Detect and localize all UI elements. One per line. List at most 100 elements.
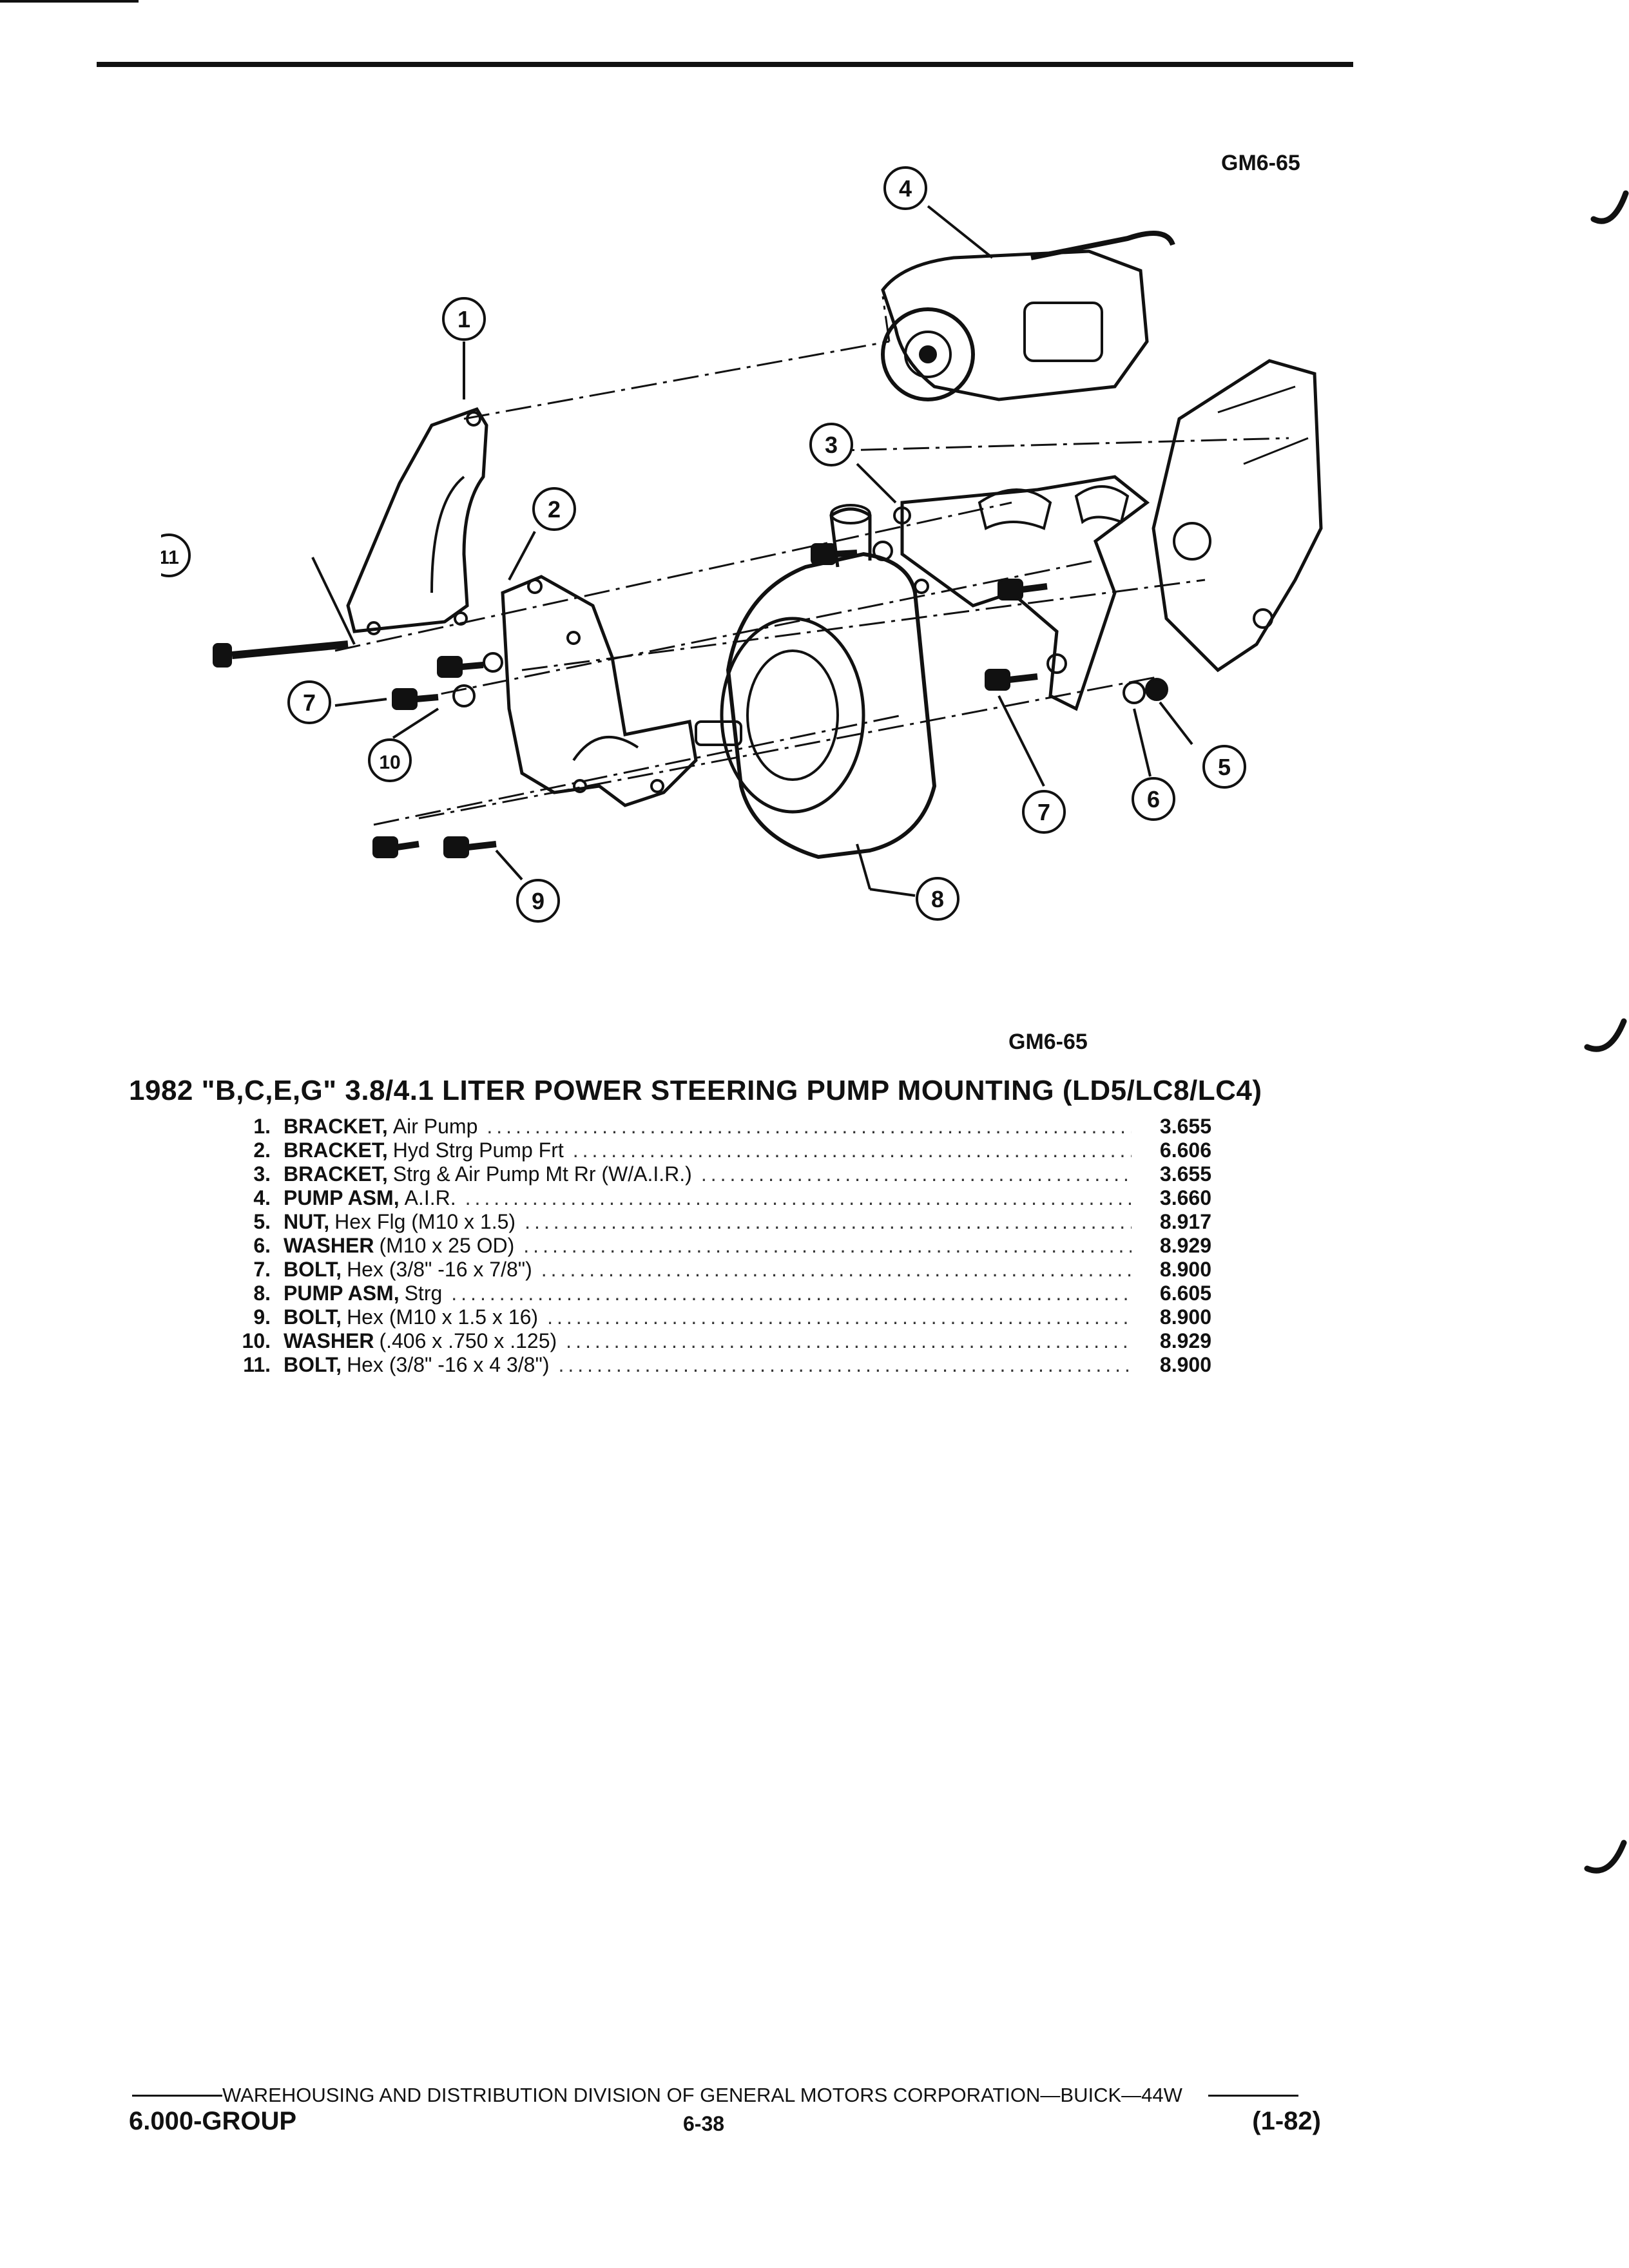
callout-3: 3	[809, 423, 853, 466]
part-group-number: 6.605	[1159, 1282, 1211, 1305]
svg-text:7: 7	[1037, 799, 1050, 825]
dot-leader: ........................................…	[525, 1210, 1132, 1233]
part-group-number: 8.900	[1159, 1258, 1211, 1281]
part-row: 8. PUMP ASM,Strg.........................…	[206, 1282, 1211, 1305]
callout-4: 4	[883, 166, 927, 210]
part-description: (M10 x 25 OD)	[379, 1234, 515, 1257]
part-name: BOLT,	[284, 1353, 342, 1376]
figure-code-top: GM6-65	[1221, 151, 1300, 175]
part-name: BRACKET,	[284, 1162, 388, 1186]
part-number: 11.	[243, 1353, 271, 1376]
part-row: 11. BOLT,Hex (3/8" -16 x 4 3/8").........…	[206, 1353, 1211, 1377]
footer-distribution: WAREHOUSING AND DISTRIBUTION DIVISION OF…	[222, 2084, 1182, 2106]
part-description: Strg & Air Pump Mt Rr (W/A.I.R.)	[392, 1162, 692, 1186]
dot-leader: ........................................…	[572, 1139, 1132, 1162]
part-number: 3.	[253, 1162, 271, 1186]
svg-text:10: 10	[379, 752, 400, 773]
dot-leader: ........................................…	[487, 1115, 1132, 1138]
footer-page-number: 6-38	[683, 2112, 725, 2135]
callout-8: 8	[916, 877, 959, 921]
part-description: Strg	[404, 1282, 443, 1305]
part-name: WASHER	[284, 1329, 374, 1352]
callout-6: 6	[1132, 777, 1175, 821]
air-pump-bracket-drawing	[346, 407, 488, 635]
part-group-number: 3.660	[1159, 1186, 1211, 1209]
part-row: 4.PUMP ASM,A.I.R........................…	[206, 1186, 1211, 1210]
footer-rule-right	[1208, 2094, 1298, 2097]
rear-bracket-drawing	[893, 475, 1150, 711]
part-row: 5.NUT,Hex Flg (M10 x 1.5)...............…	[206, 1210, 1211, 1234]
footer-distribution-line: WAREHOUSING AND DISTRIBUTION DIVISION OF…	[132, 2084, 1324, 2107]
callout-2: 2	[532, 487, 576, 531]
steering-pump-drawing	[695, 504, 937, 860]
exploded-parts-diagram: 1 2 3 4 5 6 7 7 8 9 10 11	[161, 166, 1323, 923]
dot-leader: ........................................…	[523, 1234, 1132, 1257]
part-row: 3. BRACKET,Strg & Air Pump Mt Rr (W/A.I.R…	[206, 1162, 1211, 1186]
svg-text:6: 6	[1147, 786, 1160, 812]
part-name: PUMP ASM,	[284, 1282, 400, 1305]
dot-leader: ........................................…	[451, 1282, 1132, 1305]
callout-5: 5	[1202, 745, 1246, 789]
callout-leaders	[311, 205, 1193, 897]
callout-10: 10	[368, 738, 412, 782]
dot-leader: ........................................…	[465, 1186, 1132, 1209]
engine-block-drawing	[1152, 359, 1323, 673]
callout-circles: 1 2 3 4 5 6 7 7 8 9 10 11	[161, 166, 1246, 923]
part-number: 10.	[242, 1329, 271, 1352]
callout-7-left: 7	[287, 680, 331, 724]
svg-text:9: 9	[532, 888, 545, 914]
part-number: 6.	[253, 1234, 271, 1257]
part-name: BRACKET,	[284, 1115, 388, 1138]
part-description: Hex Flg (M10 x 1.5)	[334, 1210, 516, 1233]
binding-mark-top	[1590, 190, 1629, 224]
part-group-number: 8.917	[1159, 1210, 1211, 1233]
part-row: 7. BOLT,Hex (3/8" -16 x 7/8")............…	[206, 1258, 1211, 1282]
dot-leader: ........................................…	[566, 1329, 1132, 1352]
part-name: WASHER	[284, 1234, 374, 1257]
part-description: Hex (M10 x 1.5 x 16)	[347, 1305, 539, 1329]
part-description: Hyd Strg Pump Frt	[392, 1139, 564, 1162]
corner-mark	[0, 0, 139, 3]
part-number: 8.	[253, 1282, 271, 1305]
part-number: 2.	[253, 1139, 271, 1162]
svg-text:1: 1	[458, 306, 470, 332]
dot-leader: ........................................…	[547, 1305, 1132, 1329]
callout-11: 11	[161, 533, 191, 577]
part-name: BRACKET,	[284, 1139, 388, 1162]
binding-mark-middle	[1584, 1018, 1627, 1052]
footer-group: 6.000-GROUP	[129, 2107, 297, 2135]
part-number: 5.	[253, 1210, 271, 1233]
part-number: 1.	[253, 1115, 271, 1138]
svg-text:7: 7	[303, 689, 316, 716]
part-group-number: 8.929	[1159, 1329, 1211, 1352]
long-bolt-drawing	[213, 640, 349, 668]
part-row: 9. BOLT,Hex (M10 x 1.5 x 16).............…	[206, 1305, 1211, 1329]
part-row: 1.BRACKET,Air Pump......................…	[206, 1115, 1211, 1139]
part-row: 10. WASHER(.406 x .750 x .125)...........…	[206, 1329, 1211, 1353]
parts-list: 1.BRACKET,Air Pump......................…	[206, 1115, 1211, 1377]
part-number: 9.	[253, 1305, 271, 1329]
part-description: (.406 x .750 x .125)	[379, 1329, 557, 1352]
svg-text:5: 5	[1218, 754, 1231, 780]
air-pump-drawing	[881, 231, 1175, 401]
part-row: 2. BRACKET,Hyd Strg Pump Frt.............…	[206, 1139, 1211, 1162]
footer: 6.000-GROUP 6-38 (1-82)	[129, 2107, 1321, 2139]
part-group-number: 6.606	[1159, 1139, 1211, 1162]
part-name: BOLT,	[284, 1258, 342, 1281]
part-description: Hex (3/8" -16 x 4 3/8")	[347, 1353, 550, 1376]
callout-1: 1	[442, 297, 486, 341]
part-description: Hex (3/8" -16 x 7/8")	[347, 1258, 532, 1281]
dot-leader: ........................................…	[700, 1162, 1132, 1186]
dot-leader: ........................................…	[541, 1258, 1132, 1281]
callout-7-right: 7	[1022, 790, 1066, 834]
part-number: 7.	[253, 1258, 271, 1281]
svg-text:8: 8	[931, 886, 944, 912]
binding-mark-bottom	[1584, 1840, 1627, 1874]
small-bolts-drawing	[372, 541, 1168, 858]
dot-leader: ........................................…	[558, 1353, 1132, 1376]
part-name: BOLT,	[284, 1305, 342, 1329]
part-number: 4.	[253, 1186, 271, 1209]
part-group-number: 3.655	[1159, 1115, 1211, 1138]
svg-text:4: 4	[899, 175, 912, 202]
svg-text:2: 2	[548, 496, 561, 523]
